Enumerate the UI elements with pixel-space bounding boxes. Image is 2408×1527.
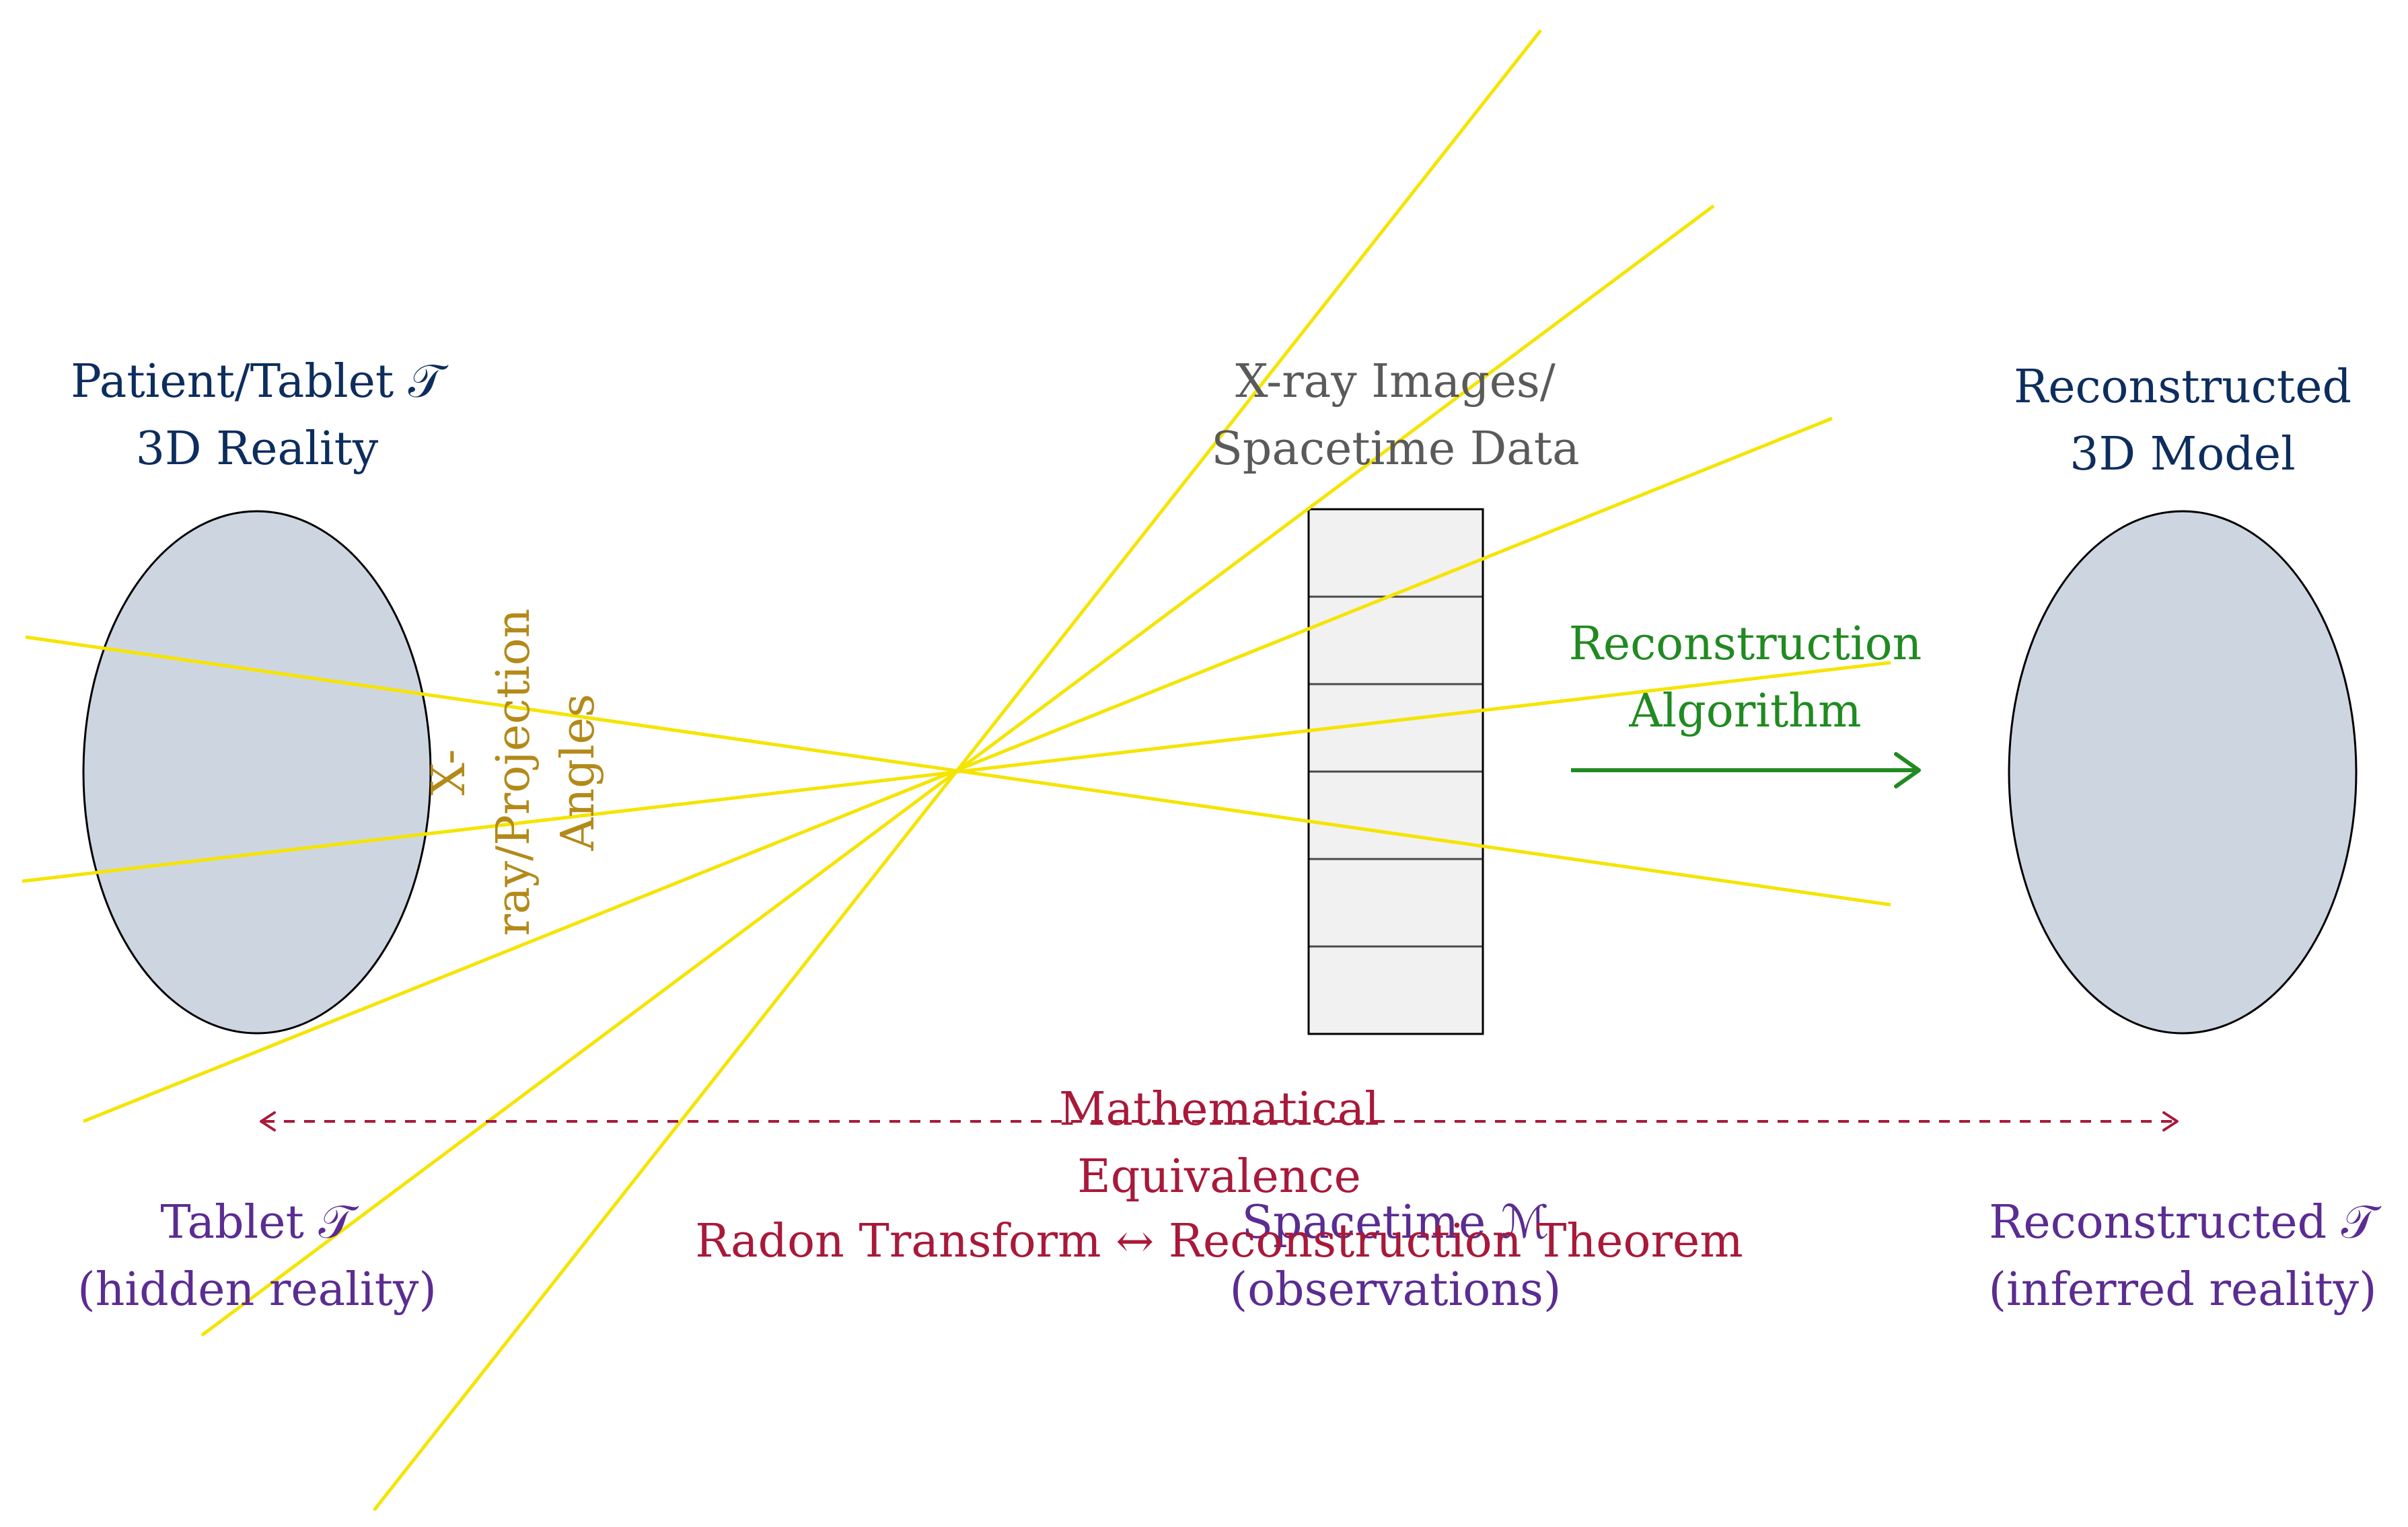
angles-label-line3: Angles bbox=[552, 694, 605, 851]
detector-panel bbox=[1307, 508, 1484, 598]
radon-theorem-label: Radon Transform ↔ Reconstruction Theorem bbox=[695, 1215, 1743, 1268]
projection-rays bbox=[22, 29, 1891, 1512]
recon-label-line1: Reconstructed bbox=[2014, 361, 2351, 414]
detector-panel bbox=[1307, 770, 1484, 860]
equivalence-label-line1: Mathematical bbox=[1059, 1083, 1379, 1136]
tablet-label-line1: Tablet 𝒯 bbox=[160, 1196, 359, 1249]
detector-outline bbox=[1307, 508, 1484, 1035]
reconstructed-ellipse bbox=[2008, 510, 2358, 1035]
tablet-label-line2: (hidden reality) bbox=[77, 1263, 437, 1316]
equivalence-arrow bbox=[260, 1111, 2179, 1131]
detector-panel bbox=[1307, 945, 1484, 1035]
detector-panel bbox=[1307, 595, 1484, 685]
angles-label-line2: ray/Projection bbox=[487, 609, 540, 936]
patient-ellipse bbox=[82, 510, 432, 1035]
projection-ray bbox=[373, 29, 1542, 1512]
angles-label-line1: X- bbox=[423, 749, 476, 796]
detector-stack bbox=[1307, 508, 1484, 1035]
inferred-label-line2: (inferred reality) bbox=[1989, 1263, 2377, 1316]
equivalence-label-line2: Equivalence bbox=[1077, 1150, 1361, 1203]
patient-label-line2: 3D Reality bbox=[136, 422, 379, 476]
spacetime-label-line2: (observations) bbox=[1230, 1263, 1562, 1316]
xray-label-line2: Spacetime Data bbox=[1211, 422, 1579, 476]
angles-label: X- ray/Projection Angles bbox=[423, 609, 605, 936]
detector-panel bbox=[1307, 858, 1484, 948]
algorithm-label-line2: Algorithm bbox=[1628, 685, 1861, 738]
inferred-label-line1: Reconstructed 𝒯 bbox=[1989, 1196, 2382, 1249]
recon-label-line2: 3D Model bbox=[2070, 428, 2295, 481]
spacetime-label-line1: Spacetime ℳ bbox=[1241, 1196, 1549, 1249]
patient-label-line1: Patient/Tablet 𝒯 bbox=[71, 355, 449, 408]
reconstruction-arrow bbox=[1571, 752, 1921, 788]
algorithm-label-line1: Reconstruction bbox=[1569, 618, 1922, 671]
xray-label-line1: X-ray Images/ bbox=[1235, 355, 1556, 408]
